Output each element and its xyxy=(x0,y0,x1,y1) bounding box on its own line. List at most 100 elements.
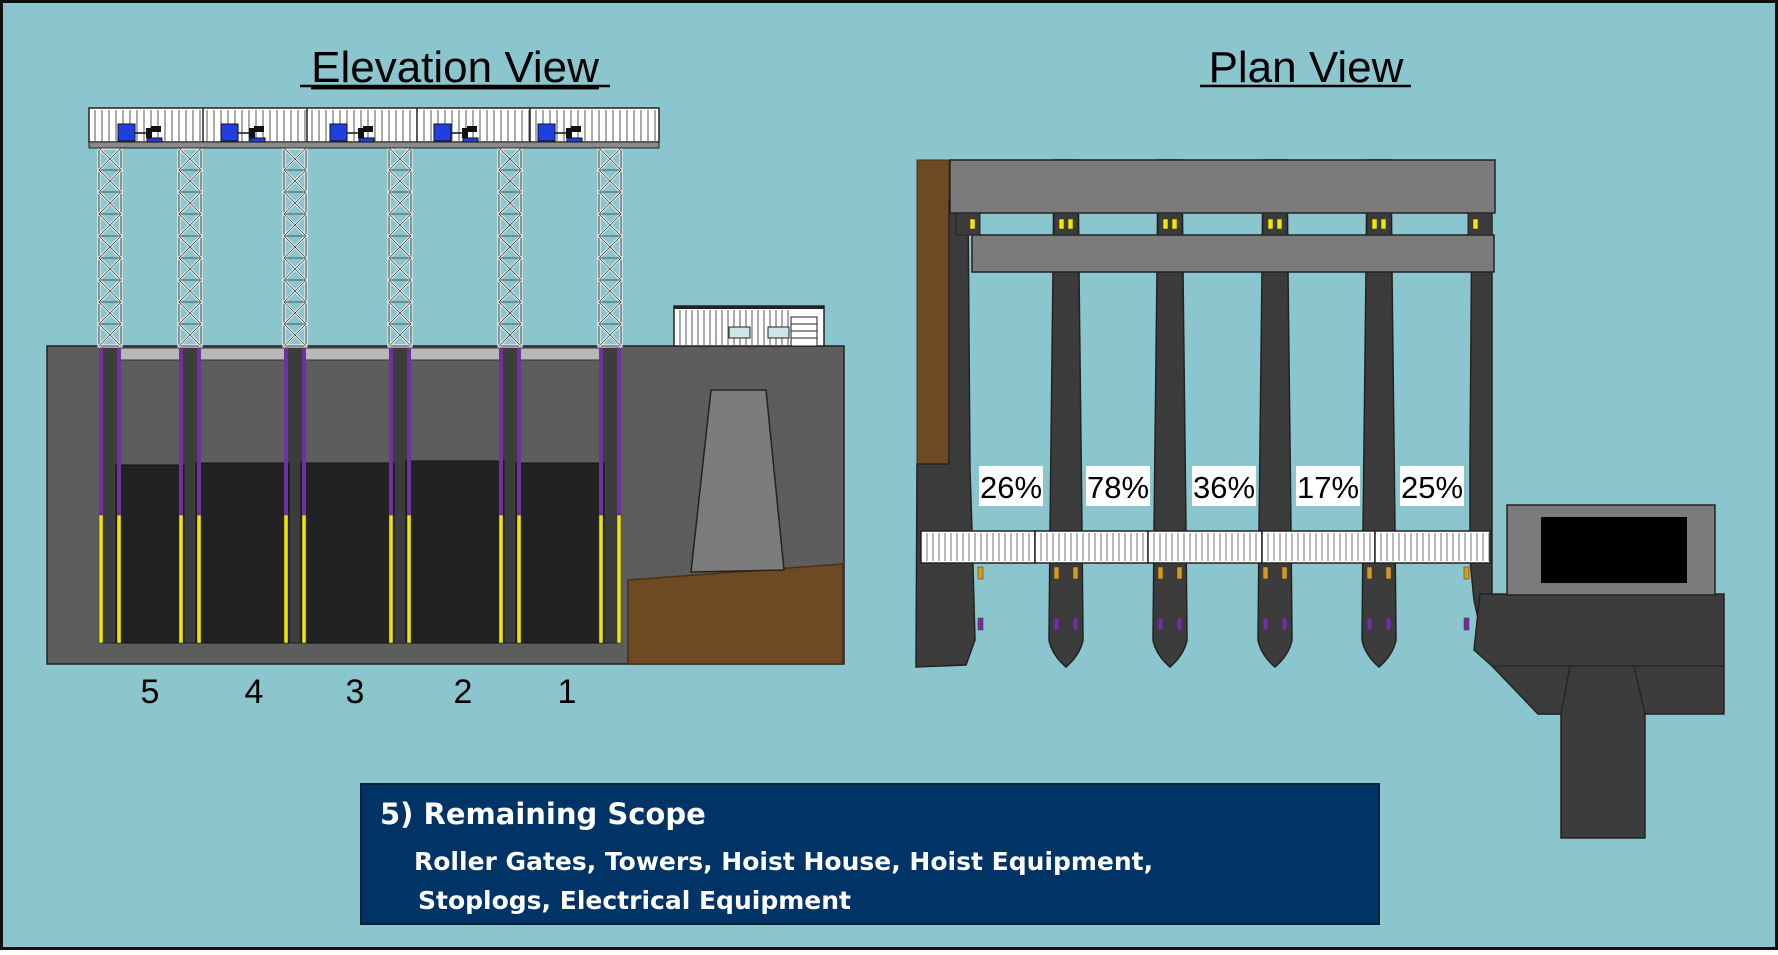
abutment-wall xyxy=(690,389,785,573)
gate-seal xyxy=(1176,566,1183,580)
gate-guide-lower xyxy=(301,514,307,644)
stoplog-slot xyxy=(1053,617,1060,631)
stoplog-slot xyxy=(977,617,984,631)
gate-guide-upper xyxy=(117,348,121,515)
gate-seal xyxy=(1262,566,1269,580)
completion-label: 36% xyxy=(1192,466,1256,506)
stoplog-slot xyxy=(1463,617,1470,631)
gate-guide-upper xyxy=(517,348,521,515)
gate-seal xyxy=(1385,566,1392,580)
bearing xyxy=(1380,218,1387,230)
hoist-machine xyxy=(433,123,479,143)
plan-pier-neck xyxy=(1157,212,1183,236)
gate-seal xyxy=(1463,566,1470,580)
hoist-house xyxy=(88,107,660,149)
gate-guide-upper xyxy=(179,348,183,515)
bearing xyxy=(1058,218,1065,230)
gate-guide-lower xyxy=(598,514,604,644)
gate-guide-lower xyxy=(196,514,202,644)
stoplog-slot xyxy=(1262,617,1269,631)
plan-control-building-roof xyxy=(1541,517,1687,583)
elevation-view: Elevation View 5 4 3 2 1 xyxy=(46,43,845,711)
bearing xyxy=(1067,218,1074,230)
lattice-tower xyxy=(597,146,623,348)
plan-roller-gate xyxy=(1147,530,1263,564)
gate-guide-lower xyxy=(283,514,289,644)
gate-guide-upper xyxy=(599,348,603,515)
gate-guide-lower xyxy=(388,514,394,644)
gate-guide-upper xyxy=(617,348,621,515)
plan-pier-neck xyxy=(1366,212,1392,236)
plan-pier-neck xyxy=(1053,212,1079,236)
plan-roller-gate xyxy=(1374,530,1491,564)
plan-soil xyxy=(916,159,950,465)
bearing xyxy=(969,218,976,230)
bearing xyxy=(1276,218,1283,230)
stoplog-slot xyxy=(1366,617,1373,631)
house-window xyxy=(728,326,751,339)
hoist-machine xyxy=(537,123,583,143)
bearing xyxy=(1162,218,1169,230)
bay-number: 4 xyxy=(245,673,264,711)
completion-label: 78% xyxy=(1086,466,1150,506)
scope-line-1: Roller Gates, Towers, Hoist House, Hoist… xyxy=(414,847,1154,876)
gate-guide-lower xyxy=(406,514,412,644)
gate-seal xyxy=(1366,566,1373,580)
stoplog-slot xyxy=(1072,617,1079,631)
stoplog-slot xyxy=(1176,617,1183,631)
plan-pier-neck xyxy=(955,212,981,236)
completion-label-bg xyxy=(1192,466,1256,506)
gate-guide-upper xyxy=(499,348,503,515)
gate-guide-upper xyxy=(407,348,411,515)
completion-percent: 36% xyxy=(1193,470,1255,505)
bearing xyxy=(1171,218,1178,230)
hoist-machine xyxy=(117,123,163,143)
bay-number: 3 xyxy=(346,673,365,711)
completion-label-bg xyxy=(1086,466,1150,506)
bay-number: 2 xyxy=(454,673,473,711)
roller-gate xyxy=(195,462,290,644)
gate-seal xyxy=(1157,566,1164,580)
gate-seal xyxy=(1072,566,1079,580)
completion-label-bg xyxy=(1296,466,1360,506)
completion-percent: 17% xyxy=(1297,470,1359,505)
completion-label: 25% xyxy=(1400,466,1464,506)
plan-powerhouse xyxy=(1473,593,1725,839)
gate-guide-lower xyxy=(116,514,122,644)
completion-label: 26% xyxy=(979,466,1043,506)
roller-gate xyxy=(115,464,185,644)
completion-label-bg xyxy=(1400,466,1464,506)
gate-guide-lower xyxy=(616,514,622,644)
gate-seal xyxy=(1053,566,1060,580)
plan-roller-gate xyxy=(1034,530,1149,564)
gate-guide-upper xyxy=(99,348,103,515)
gate-seal xyxy=(977,566,984,580)
stoplog-slot xyxy=(1281,617,1288,631)
elevation-view-title: Elevation View xyxy=(311,43,599,92)
bay-number: 1 xyxy=(558,673,577,711)
gate-guide-upper xyxy=(302,348,306,515)
plan-lower-bridge xyxy=(971,234,1495,273)
roller-gate xyxy=(515,462,605,644)
house-window xyxy=(767,326,790,339)
control-house xyxy=(673,305,825,347)
roller-gate xyxy=(405,460,505,644)
remaining-scope-box: 5) Remaining Scope Roller Gates, Towers,… xyxy=(360,783,1380,925)
scope-title: 5) Remaining Scope xyxy=(380,797,706,831)
plan-view: Plan View 26% 78% 36% 17% 25% xyxy=(915,43,1725,839)
gate-guide-upper xyxy=(197,348,201,515)
plan-pier-neck xyxy=(1262,212,1288,236)
gate-guide-lower xyxy=(98,514,104,644)
stoplog-slot xyxy=(1385,617,1392,631)
roller-gate xyxy=(300,462,395,644)
plan-view-title: Plan View xyxy=(1209,43,1404,92)
completion-percent: 25% xyxy=(1401,470,1463,505)
hoist-machine xyxy=(220,123,266,143)
gate-guide-upper xyxy=(284,348,288,515)
completion-label-bg xyxy=(979,466,1043,506)
lattice-tower xyxy=(177,146,203,348)
plan-pier-neck xyxy=(1467,212,1493,236)
bay-number: 5 xyxy=(141,673,160,711)
gate-guide-lower xyxy=(178,514,184,644)
